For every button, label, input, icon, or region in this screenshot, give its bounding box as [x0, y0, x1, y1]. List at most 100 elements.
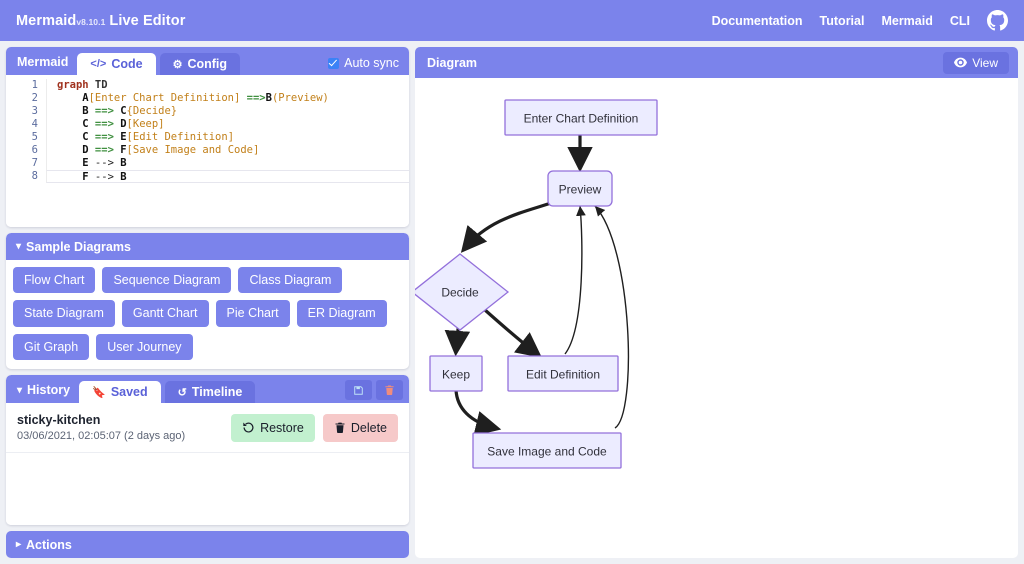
- save-history-button[interactable]: [345, 380, 372, 401]
- history-clock-icon: ↺: [177, 386, 187, 399]
- nav-link-documentation[interactable]: Documentation: [711, 13, 803, 28]
- sample-diagram-er-diagram[interactable]: ER Diagram: [296, 300, 387, 327]
- code-token: A: [57, 92, 89, 104]
- tab-saved[interactable]: 🔖 Saved: [79, 381, 161, 404]
- sample-diagram-gantt-chart[interactable]: Gantt Chart: [121, 300, 209, 327]
- delete-button[interactable]: Delete: [322, 413, 398, 442]
- history-item-meta: sticky-kitchen 03/06/2021, 02:05:07 (2 d…: [17, 413, 231, 442]
- code-line[interactable]: 3 B ==> C{Decide}: [6, 105, 409, 118]
- restore-button-label: Restore: [260, 420, 304, 435]
- code-token: C: [120, 105, 127, 117]
- eye-icon: [954, 57, 968, 68]
- line-number: 2: [31, 92, 38, 104]
- code-line[interactable]: 7 E --> B: [6, 157, 409, 170]
- history-item-actions: Restore Delete: [231, 413, 398, 442]
- auto-sync-toggle[interactable]: Auto sync: [328, 56, 409, 75]
- line-text[interactable]: E --> B: [46, 157, 409, 170]
- history-list: sticky-kitchen 03/06/2021, 02:05:07 (2 d…: [6, 403, 409, 525]
- auto-sync-checkbox[interactable]: [328, 57, 340, 69]
- delete-button-label: Delete: [350, 420, 387, 435]
- code-token: B: [57, 105, 89, 117]
- history-item-date: 03/06/2021, 02:05:07 (2 days ago): [17, 430, 186, 443]
- code-token: E: [120, 131, 127, 143]
- github-icon[interactable]: [987, 10, 1008, 31]
- node-label: Keep: [442, 368, 470, 382]
- node-label: Save Image and Code: [487, 445, 607, 459]
- actions-header[interactable]: ▸ Actions: [6, 531, 409, 558]
- nav-links: Documentation Tutorial Mermaid CLI: [712, 10, 1008, 31]
- sample-diagram-flow-chart[interactable]: Flow Chart: [13, 267, 96, 294]
- line-number: 3: [31, 105, 38, 117]
- line-text[interactable]: C ==> E[Edit Definition]: [46, 131, 409, 144]
- code-token: F: [120, 144, 127, 156]
- restore-button[interactable]: Restore: [231, 413, 315, 442]
- code-line[interactable]: 4 C ==> D[Keep]: [6, 118, 409, 131]
- node-enter-chart-definition[interactable]: Enter Chart Definition: [504, 99, 658, 136]
- code-token: [Save Image and Code]: [126, 144, 260, 156]
- chevron-down-icon: ▾: [16, 241, 22, 252]
- code-line[interactable]: 2 A[Enter Chart Definition] ==>B(Preview…: [6, 92, 409, 105]
- sample-diagram-state-diagram[interactable]: State Diagram: [13, 300, 115, 327]
- line-number: 5: [31, 131, 38, 143]
- code-token: D: [57, 144, 89, 156]
- history-item-name: sticky-kitchen: [17, 413, 101, 428]
- sample-diagram-pie-chart[interactable]: Pie Chart: [215, 300, 290, 327]
- nav-link-tutorial[interactable]: Tutorial: [819, 13, 865, 28]
- line-text[interactable]: B ==> C{Decide}: [46, 105, 409, 118]
- diagram-canvas[interactable]: Enter Chart Definition Preview Decide Ke…: [415, 78, 1018, 558]
- sample-diagram-sequence-diagram[interactable]: Sequence Diagram: [102, 267, 232, 294]
- node-preview[interactable]: Preview: [547, 170, 613, 207]
- tab-timeline[interactable]: ↺ Timeline: [164, 381, 256, 404]
- sample-diagrams-title: Sample Diagrams: [26, 239, 131, 254]
- nav-link-mermaid[interactable]: Mermaid: [881, 13, 933, 28]
- sample-diagram-user-journey[interactable]: User Journey: [96, 333, 193, 361]
- code-token: [Keep]: [126, 118, 165, 130]
- code-token: (Preview): [271, 92, 329, 104]
- node-decide[interactable]: Decide: [415, 253, 510, 331]
- line-number: 4: [31, 118, 38, 130]
- node-label: Enter Chart Definition: [524, 112, 639, 126]
- node-keep[interactable]: Keep: [429, 355, 483, 392]
- code-token: -->: [88, 157, 121, 169]
- nav-link-cli[interactable]: CLI: [949, 13, 970, 28]
- code-line[interactable]: 6 D ==> F[Save Image and Code]: [6, 144, 409, 157]
- sample-diagrams-header[interactable]: ▾ Sample Diagrams: [6, 233, 409, 260]
- sample-diagram-class-diagram[interactable]: Class Diagram: [238, 267, 343, 294]
- restore-arrow-icon: [243, 422, 254, 433]
- editor-tabbar: Mermaid </> Code ⚙ Config Auto sync: [6, 47, 409, 75]
- code-line[interactable]: 5 C ==> E[Edit Definition]: [6, 131, 409, 144]
- line-number: 7: [31, 157, 38, 169]
- clear-history-button[interactable]: [376, 380, 403, 401]
- code-token: B: [120, 157, 127, 169]
- node-save-image-and-code[interactable]: Save Image and Code: [472, 432, 622, 469]
- line-number: 6: [31, 144, 38, 156]
- history-item[interactable]: sticky-kitchen 03/06/2021, 02:05:07 (2 d…: [6, 403, 409, 454]
- brand-name: Mermaid: [16, 12, 77, 29]
- line-text[interactable]: D ==> F[Save Image and Code]: [46, 144, 409, 157]
- edge-D-F: [454, 389, 502, 436]
- bookmark-icon: 🔖: [92, 386, 106, 399]
- line-text[interactable]: A[Enter Chart Definition] ==>B(Preview): [46, 92, 409, 105]
- edge-F-B: [594, 205, 630, 429]
- code-icon: </>: [90, 58, 107, 70]
- edge-B-C: [460, 200, 555, 253]
- line-text[interactable]: graph TD: [46, 79, 409, 92]
- tab-config[interactable]: ⚙ Config: [159, 53, 241, 75]
- node-label: Decide: [441, 286, 479, 300]
- view-button[interactable]: View: [943, 51, 1009, 74]
- line-text[interactable]: C ==> D[Keep]: [46, 118, 409, 131]
- code-line[interactable]: 8 F --> B: [6, 170, 409, 183]
- code-token: [Enter Chart Definition]: [88, 92, 241, 104]
- tab-code[interactable]: </> Code: [77, 53, 156, 75]
- sample-diagram-git-graph[interactable]: Git Graph: [13, 333, 90, 361]
- node-edit-definition[interactable]: Edit Definition: [507, 355, 619, 392]
- actions-title: Actions: [26, 537, 72, 552]
- line-text[interactable]: F --> B: [46, 170, 409, 183]
- code-token: graph: [57, 79, 89, 91]
